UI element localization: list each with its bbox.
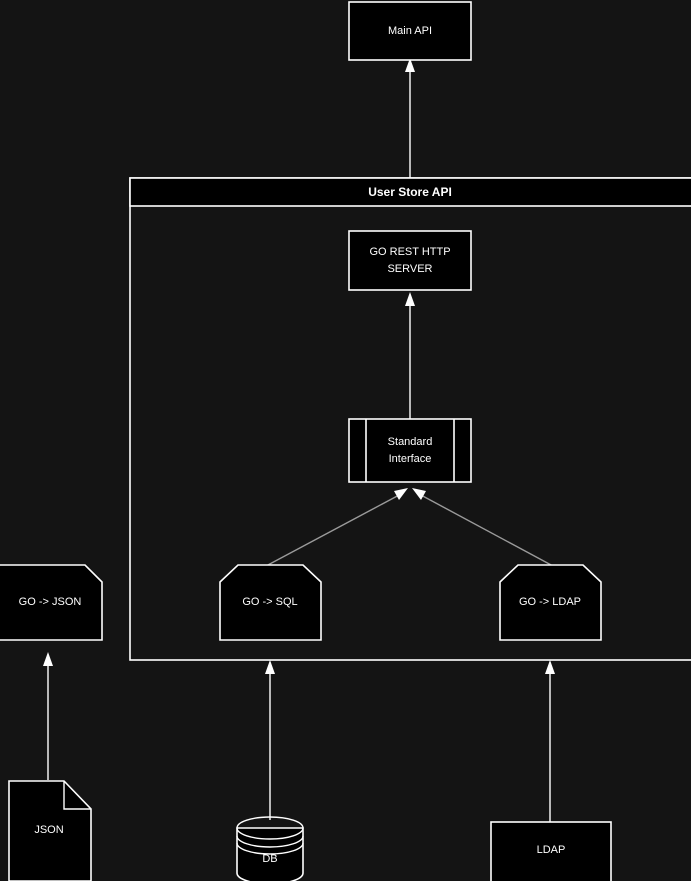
edge-go-sql-to-standard-interface (265, 488, 408, 567)
node-db-top-ring-2 (236, 835, 304, 848)
node-standard-interface-shape (348, 418, 472, 483)
node-standard-interface-label-line1: Standard (388, 436, 433, 448)
node-go-ldap[interactable]: GO -> LDAP (499, 564, 602, 641)
node-main-api-label: Main API (388, 25, 432, 37)
node-json-file[interactable]: JSON (8, 780, 92, 881)
node-main-api-shape (348, 1, 472, 61)
container-user-store-api-title: User Store API (368, 185, 452, 199)
edge-standard-interface-to-go-rest-server (405, 292, 415, 419)
container-user-store-api[interactable]: User Store API (129, 177, 691, 661)
node-ldap[interactable]: LDAP (490, 821, 612, 881)
node-go-json[interactable]: GO -> JSON (0, 564, 103, 641)
node-go-rest-http-server-shape (348, 230, 472, 291)
node-json-file-fold (63, 781, 91, 810)
node-db-label: DB (262, 853, 277, 865)
node-go-sql-shape (219, 564, 322, 641)
edge-db-to-go-sql (265, 660, 275, 820)
node-ldap-shape (490, 821, 612, 881)
edge-go-ldap-to-standard-interface (412, 488, 554, 567)
node-go-rest-http-server-label-line1: GO REST HTTP (369, 246, 450, 258)
node-db-top-ring-3 (236, 842, 304, 855)
container-user-store-api-header (129, 177, 691, 207)
node-go-ldap-shape (499, 564, 602, 641)
node-go-rest-http-server[interactable]: GO REST HTTP SERVER (348, 230, 472, 291)
node-main-api[interactable]: Main API (348, 1, 472, 61)
edge-user-store-api-to-main-api (405, 58, 415, 178)
node-go-json-shape (0, 564, 103, 641)
node-json-file-shape (8, 780, 92, 881)
node-json-file-label: JSON (34, 824, 63, 836)
node-standard-interface-label-line2: Interface (389, 453, 432, 465)
node-db-top-ring-1 (236, 816, 304, 840)
node-go-json-label: GO -> JSON (19, 596, 82, 608)
node-go-sql[interactable]: GO -> SQL (219, 564, 322, 641)
node-db[interactable]: DB (236, 816, 304, 881)
node-ldap-label: LDAP (537, 844, 566, 856)
node-standard-interface[interactable]: Standard Interface (348, 418, 472, 483)
node-go-ldap-label: GO -> LDAP (519, 596, 581, 608)
node-go-sql-label: GO -> SQL (242, 596, 297, 608)
edge-json-file-to-go-json (43, 652, 53, 780)
edge-ldap-to-go-ldap (545, 660, 555, 822)
node-go-rest-http-server-label-line2: SERVER (387, 263, 432, 275)
